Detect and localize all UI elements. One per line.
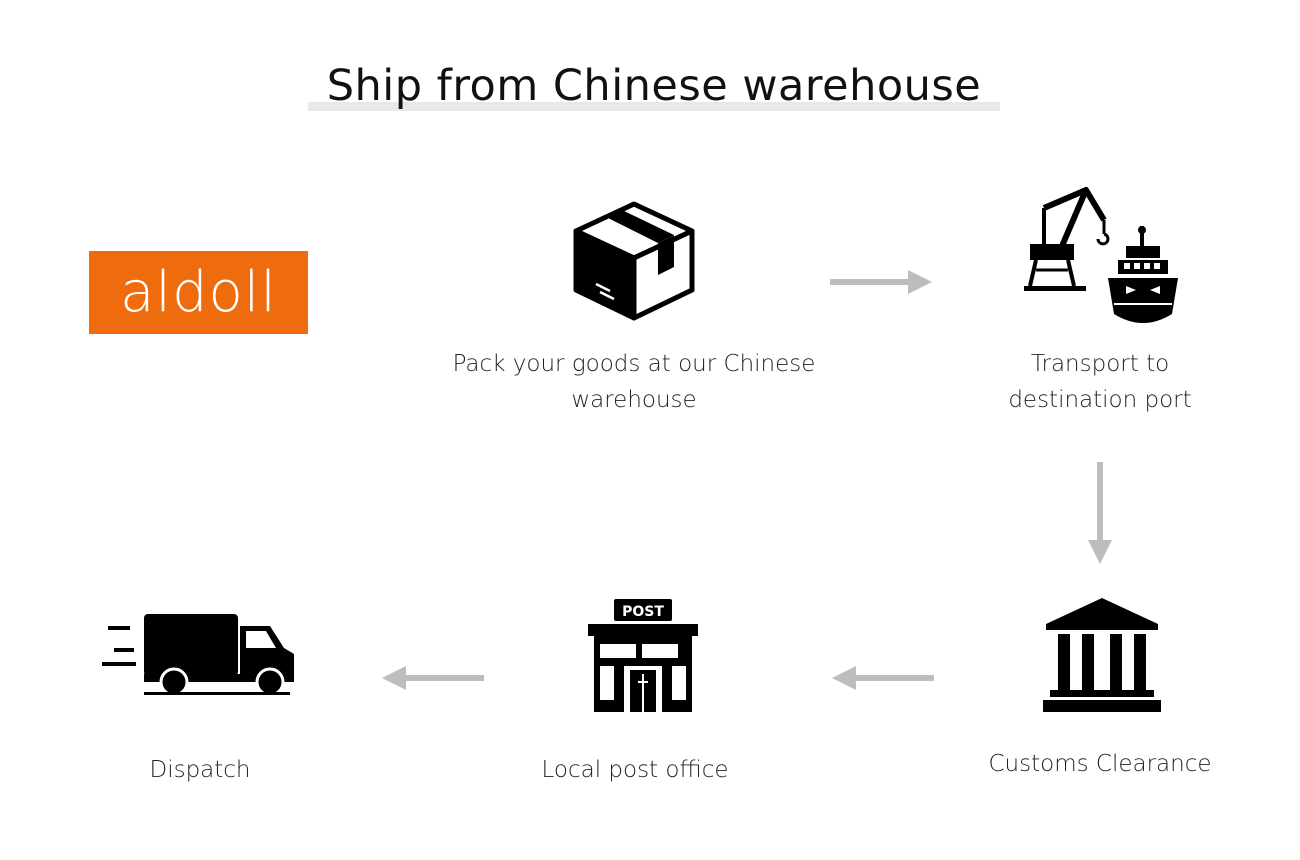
title-block: Ship from Chinese warehouse [308, 58, 1000, 114]
arrow-down-icon [1088, 462, 1112, 564]
step-label-transport: Transport to destination port [1008, 351, 1192, 413]
arrow-left-icon [382, 666, 484, 690]
arrow-left-icon [832, 666, 934, 690]
step-label-pack: Pack your goods at our Chinese warehouse [452, 351, 816, 413]
step-label-post-office: Local post office [541, 757, 729, 783]
step-label-dispatch: Dispatch [149, 757, 251, 783]
post-sign-text: POST [622, 604, 664, 620]
page-title: Ship from Chinese warehouse [326, 61, 982, 111]
port-crane-ship-icon [1024, 187, 1178, 323]
logo-background [89, 251, 308, 334]
delivery-truck-icon [102, 614, 294, 697]
customs-building-icon [1043, 598, 1161, 712]
arrow-right-icon [830, 270, 932, 294]
brand-logo: aldoll [89, 251, 308, 334]
step-label-customs: Customs Clearance [988, 751, 1212, 777]
logo-text: aldoll [120, 260, 277, 325]
title-underline [308, 102, 1000, 111]
post-office-icon: POST [588, 599, 698, 712]
package-box-icon [573, 201, 695, 321]
